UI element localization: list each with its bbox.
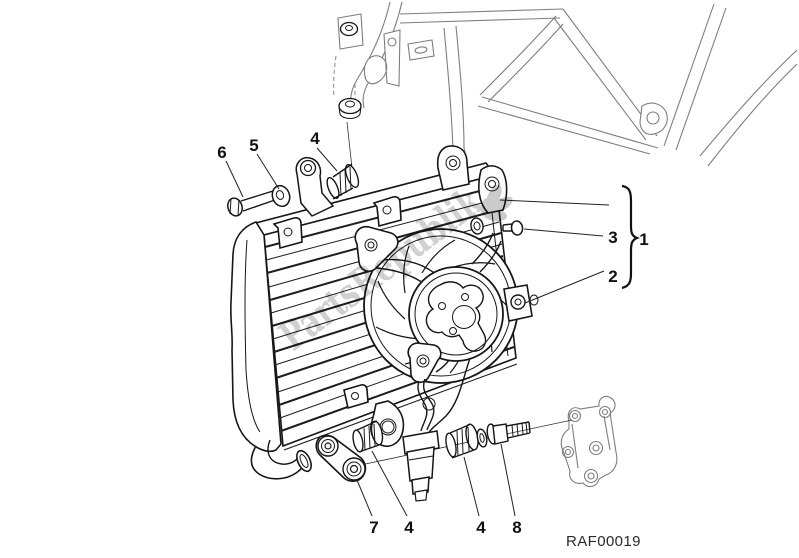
callout-4-left: 4	[404, 518, 414, 537]
watermark-leaf-icon	[480, 185, 513, 222]
radiator-ear-top-right	[436, 145, 470, 191]
cooling-fan	[354, 225, 539, 502]
callout-6: 6	[217, 143, 226, 162]
callout-5: 5	[249, 136, 258, 155]
frame-grommet	[338, 97, 362, 119]
bolt-8	[476, 421, 531, 448]
radiator-bracket-bottom	[343, 384, 369, 410]
fan-tab-lower	[407, 342, 442, 384]
bolt-3	[470, 217, 524, 236]
part-code: RAF00019	[566, 533, 641, 550]
washer-5	[271, 184, 291, 208]
radiator-left-tank	[229, 221, 282, 453]
link-plate-7	[315, 434, 367, 482]
motorcycle-frame	[333, 1, 798, 168]
callout-8: 8	[512, 518, 521, 537]
grommet-leader	[346, 121, 353, 169]
radiator-bracket-mid	[372, 196, 402, 228]
callout-1: 1	[639, 230, 648, 249]
group-brace	[621, 184, 640, 290]
fan-connector	[402, 430, 440, 502]
radiator-hose	[250, 439, 312, 480]
assembly-axis-line	[355, 419, 573, 467]
callout-4-top: 4	[310, 129, 320, 148]
rubber-mount-4-left	[352, 420, 384, 453]
callout-annotations: 6 5 4 3 1 2 7 4 4 8 RAF00019	[217, 129, 648, 550]
fan-wire	[417, 357, 471, 435]
callout-2: 2	[608, 267, 617, 286]
rubber-mount-4-right	[445, 423, 479, 459]
fasteners	[227, 156, 531, 482]
radiator-bracket-left	[272, 217, 303, 250]
mount-lug-bracket	[295, 156, 335, 217]
frame-bushing-upper	[339, 21, 359, 37]
callout-4-right: 4	[476, 518, 486, 537]
fan-tab-upper	[354, 225, 399, 272]
rubber-mount-4-top	[326, 163, 360, 200]
frame-gusset-and-brackets	[337, 13, 668, 135]
mount-bracket-plate	[560, 395, 618, 488]
bolt-6	[227, 190, 276, 217]
callout-3: 3	[608, 228, 617, 247]
fan-motor-cutout	[425, 281, 487, 352]
callout-7: 7	[369, 518, 378, 537]
